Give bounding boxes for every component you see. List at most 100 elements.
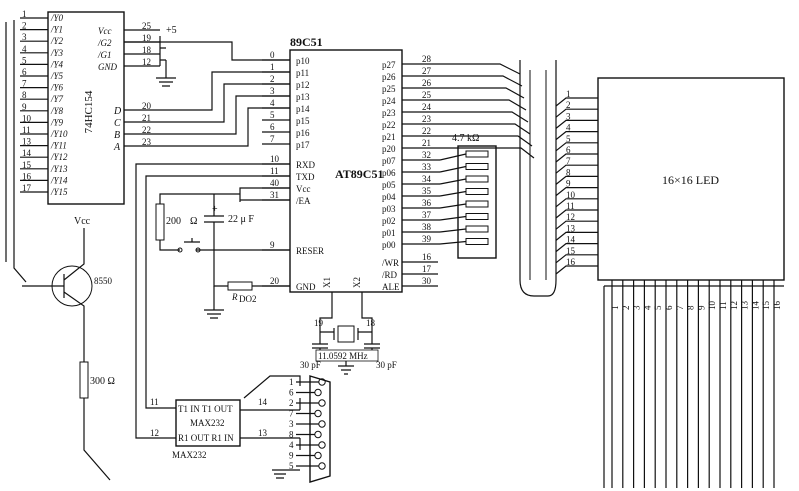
- 74hc154-output-pins: 1/Y02/Y13/Y24/Y35/Y46/Y57/Y68/Y79/Y810/Y…: [20, 9, 68, 197]
- mcu-right-pin-label: p07: [382, 156, 396, 166]
- mcu-right-pin-label: p21: [382, 132, 396, 142]
- mcu-right-pin-label: p01: [382, 228, 396, 238]
- led-row-wire: [555, 198, 598, 208]
- dec-addr-label: D: [113, 106, 122, 117]
- mcu-right-pin-num: 25: [422, 90, 432, 100]
- mcu-right-pin-label: /RD: [382, 270, 398, 280]
- mcu-left-pin-num: 7: [270, 134, 275, 144]
- dec-output-pin-num: 17: [22, 183, 32, 193]
- max232-pin11: 11: [150, 397, 159, 407]
- wire-addr-b: [124, 95, 290, 135]
- led-row-wire: [555, 220, 598, 230]
- led-row-label: 2: [566, 100, 571, 110]
- dec-output-label: /Y3: [50, 48, 64, 58]
- mcu-left-pin-num: 31: [270, 190, 279, 200]
- led-row-label: 13: [566, 223, 576, 233]
- bus-line: [440, 87, 525, 99]
- left-bus-lines: [5, 20, 27, 283]
- dec-output-label: /Y9: [50, 117, 64, 127]
- led-row-label: 12: [566, 212, 575, 222]
- mcu-left-pin-num: 3: [270, 86, 275, 96]
- mcu-right-pin-label: p06: [382, 168, 396, 178]
- mcu-x1-label: X1: [322, 277, 332, 288]
- led-row-label: 11: [566, 201, 575, 211]
- dec-output-pin-num: 5: [22, 55, 27, 65]
- db9-pin-num: 1: [289, 377, 294, 387]
- reset-top-wire: [159, 193, 240, 204]
- reset-resistor-200: [155, 203, 165, 241]
- led-row-wire: [555, 119, 598, 129]
- mcu-right-pin-num: 37: [422, 210, 432, 220]
- led-row-label: 4: [566, 123, 571, 133]
- mcu-left-pin-label: p17: [296, 140, 310, 150]
- crystal-plates: [333, 328, 359, 340]
- mcu-right-pin-label: p04: [382, 192, 396, 202]
- dec-output-label: /Y1: [50, 25, 63, 35]
- mcu-right-pin-label: p27: [382, 60, 396, 70]
- wire-txd: [145, 175, 290, 409]
- mcu-left-pin-num: 4: [270, 98, 275, 108]
- pullup-wire: [439, 190, 467, 197]
- led-col-label: 16: [772, 301, 782, 311]
- mcu-left-pin-num: 40: [270, 178, 280, 188]
- reset-res-value: 200: [166, 216, 181, 227]
- led-row-wire: [555, 108, 598, 118]
- ground-symbol-74hc154: [156, 60, 176, 87]
- led-row-wire: [555, 153, 598, 163]
- mcu-right-pin-label: /WR: [382, 258, 399, 268]
- max232-out-wires: [240, 409, 300, 439]
- dec-output-pin-num: 3: [22, 32, 27, 42]
- mcu-right-pin-label: p22: [382, 120, 396, 130]
- max232-pin14: 14: [258, 397, 268, 407]
- max232-body: [175, 399, 241, 447]
- transistor-vcc: Vcc: [74, 216, 91, 227]
- led-row-wire: [555, 265, 598, 275]
- dec-addr-pin-num: 23: [142, 137, 152, 147]
- bus-line: [440, 111, 529, 123]
- db9-pin-num: 4: [289, 440, 294, 450]
- pullup-package: [457, 145, 497, 259]
- led-col-label: 13: [740, 301, 750, 311]
- crystal-leads: [319, 292, 373, 332]
- dec-control-pin-num: 12: [142, 57, 151, 67]
- led-row-label: 7: [566, 156, 571, 166]
- dec-control-label: Vcc: [98, 26, 112, 36]
- led-col-label: 2: [621, 306, 631, 311]
- mcu-left-pin-label: Vcc: [296, 184, 311, 194]
- dec-output-pin-num: 6: [22, 67, 27, 77]
- mcu-left-pin-label: GND: [296, 282, 316, 292]
- mcu-right-pin-num: 32: [422, 150, 431, 160]
- mcu-left-pin-num: 9: [270, 240, 275, 250]
- transistor-res-value: 300 Ω: [90, 376, 115, 387]
- dec-output-pin-num: 7: [22, 79, 27, 89]
- mcu-right-pin-num: 16: [422, 252, 432, 262]
- dec-addr-pin-num: 22: [142, 125, 151, 135]
- led-row-wire: [555, 254, 598, 264]
- mcu-left-pin-label: p13: [296, 92, 310, 102]
- mcu-left-pin-num: 20: [270, 276, 280, 286]
- pullup-wire: [439, 240, 467, 245]
- led-row-label: 15: [566, 246, 576, 256]
- bus-line: [440, 63, 521, 75]
- max232-row1: T1 IN T1 OUT: [178, 404, 233, 414]
- led-row-wire: [555, 243, 598, 253]
- cap-right-value: 30 pF: [376, 360, 397, 370]
- wire-addr-c: [124, 83, 290, 123]
- dec-output-label: /Y7: [50, 94, 64, 104]
- rdown-sub: DO2: [239, 294, 257, 304]
- mcu-right-pin-label: p20: [382, 144, 396, 154]
- rdown-label: R: [231, 292, 238, 302]
- dec-output-pin-num: 9: [22, 102, 27, 112]
- led-col-label: 9: [696, 305, 706, 310]
- mcu-left-pin-label: RESER: [296, 246, 324, 256]
- pullup-wire: [439, 178, 467, 185]
- led-row-wire: [555, 231, 598, 241]
- mcu-left-pin-num: 1: [270, 62, 275, 72]
- mcu-right-pin-label: p23: [382, 108, 396, 118]
- max232-pin13: 13: [258, 428, 268, 438]
- mcu-left-pin-label: p10: [296, 56, 310, 66]
- dec-output-pin-num: 2: [22, 21, 27, 31]
- dec-output-label: /Y2: [50, 36, 64, 46]
- mcu-right-pins: 28p2727p2626p2525p2424p2323p2222p2121p20…: [382, 54, 440, 292]
